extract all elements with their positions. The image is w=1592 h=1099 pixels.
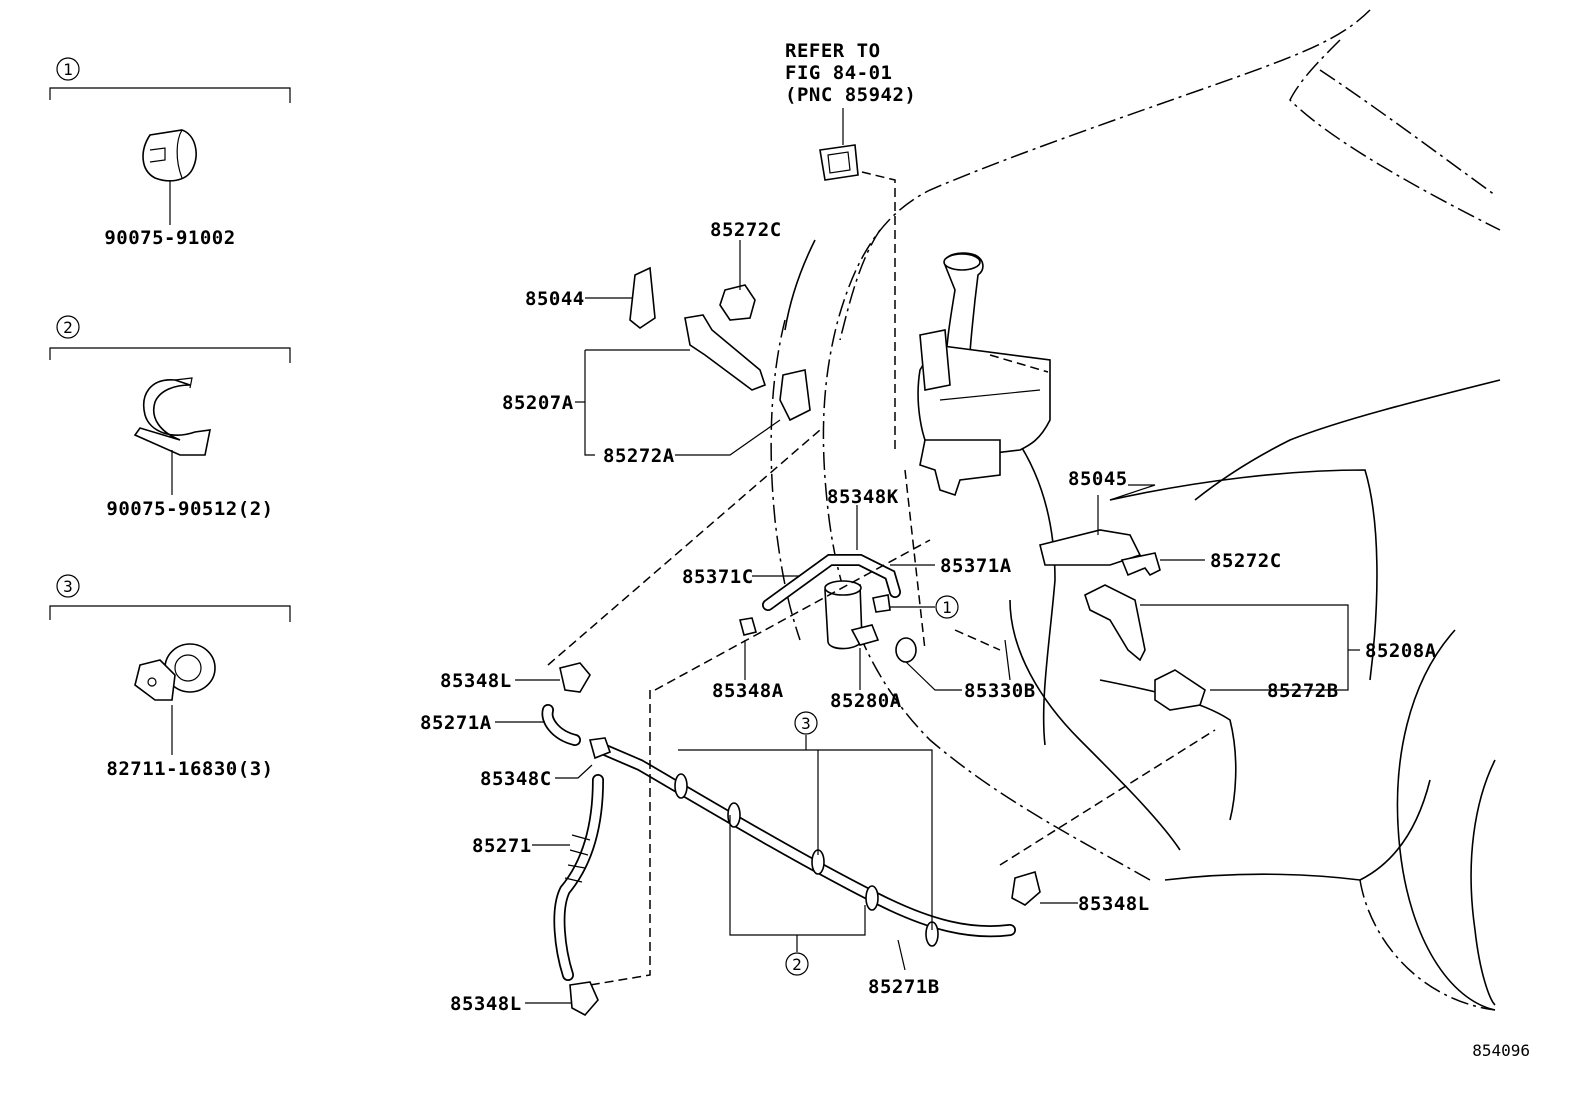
- part-callouts: 85044 85207A 85272C 85272A 85348K 85371C…: [420, 219, 1437, 1015]
- leader-lines: [495, 240, 1360, 1004]
- callout-85271a: 85271A: [420, 712, 492, 734]
- callout-85271b: 85271B: [868, 976, 940, 998]
- legend-item-3: 3 82711-16830(3): [49, 574, 291, 780]
- legend-number: 3: [63, 577, 73, 596]
- connectors: [559, 617, 1041, 1017]
- callout-85348c: 85348C: [480, 768, 552, 790]
- callout-85348l-right: 85348L: [1078, 893, 1150, 915]
- callout-85272c-right: 85272C: [1210, 550, 1282, 572]
- guide-lines: [547, 429, 1216, 986]
- circle-ref-1: 1: [942, 598, 952, 617]
- callout-85371a: 85371A: [940, 555, 1012, 577]
- callout-85272a: 85272A: [603, 445, 675, 467]
- circle-ref-number: 1: [942, 598, 952, 617]
- band-clamp-icon: [133, 377, 212, 456]
- hose-clip-icon: [134, 643, 216, 701]
- callout-85371c: 85371C: [682, 566, 754, 588]
- legend-part-number: 90075-91002: [104, 227, 235, 249]
- callout-85272c-top: 85272C: [710, 219, 782, 241]
- hose-clamps: [674, 773, 939, 947]
- level-sensor: REFER TO FIG 84-01 (PNC 85942): [785, 40, 916, 450]
- legend-part-number: 82711-16830(3): [106, 758, 273, 780]
- callout-85208a: 85208A: [1365, 640, 1437, 662]
- callout-85348l-bottom: 85348L: [450, 993, 522, 1015]
- circle-ref-2: 2: [785, 952, 809, 976]
- callout-85348k: 85348K: [827, 486, 899, 508]
- callout-85348a: 85348A: [712, 680, 784, 702]
- headlamp-washer-left: [629, 266, 811, 422]
- legend-number: 2: [63, 318, 73, 337]
- circle-ref-number: 2: [792, 955, 802, 974]
- circle-ref-3: 3: [794, 711, 818, 735]
- circle-ref-number: 3: [801, 714, 811, 733]
- legend-number: 1: [63, 60, 73, 79]
- callout-85207a: 85207A: [502, 392, 574, 414]
- vehicle-body-outline: [770, 9, 1501, 1011]
- refer-note-line1: REFER TO: [785, 40, 881, 62]
- legend-part-number: 90075-90512(2): [106, 498, 273, 520]
- headlamp-washer-right: [1039, 529, 1206, 711]
- refer-note-line3: (PNC 85942): [785, 84, 916, 106]
- refer-note-line2: FIG 84-01: [785, 62, 892, 84]
- washer-tank: [917, 252, 1051, 497]
- washer-pump: [824, 580, 917, 663]
- figure-number: 854096: [1472, 1041, 1530, 1060]
- clip-icon: [142, 129, 197, 182]
- callout-85271: 85271: [472, 835, 532, 857]
- callout-85272b: 85272B: [1267, 680, 1339, 702]
- legend-item-1: 1 90075-91002: [49, 57, 291, 249]
- callout-85280a: 85280A: [830, 690, 902, 712]
- callout-85044: 85044: [525, 288, 585, 310]
- legend-item-2: 2 90075-90512(2): [49, 315, 291, 520]
- callout-85045: 85045: [1068, 468, 1128, 490]
- callout-85348l-top: 85348L: [440, 670, 512, 692]
- callout-85330b: 85330B: [964, 680, 1036, 702]
